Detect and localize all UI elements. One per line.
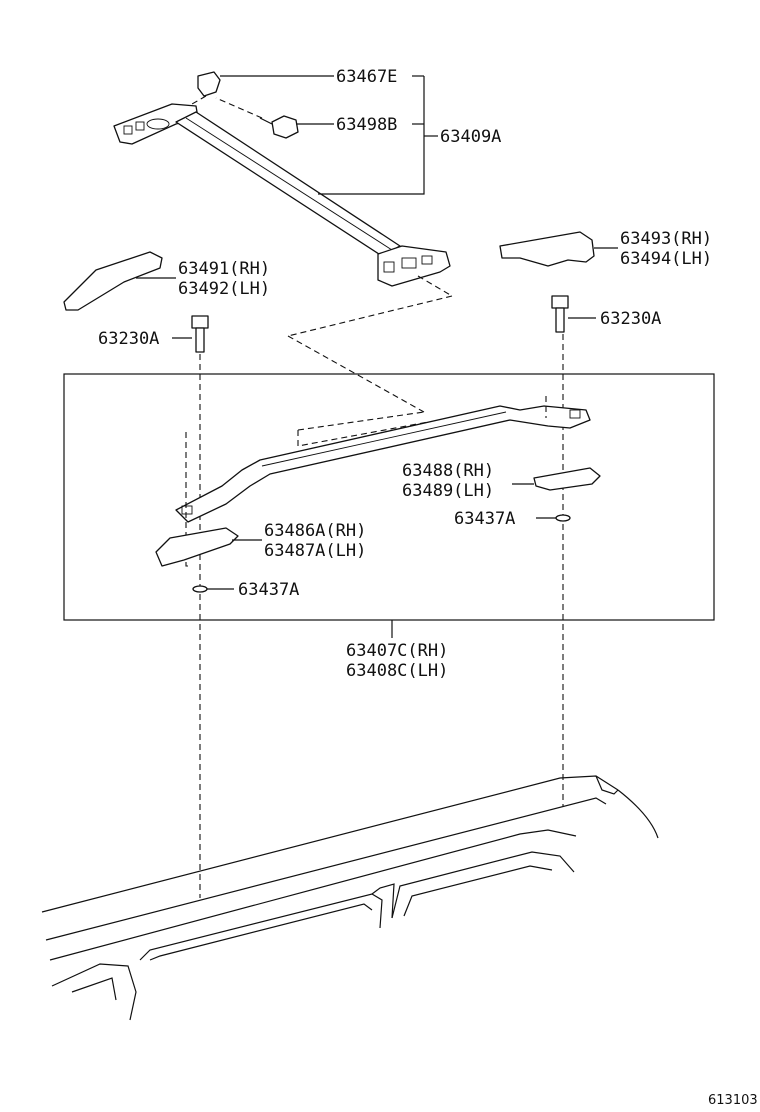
- roof-bracket: [595, 775, 619, 795]
- rail-hole-a: [181, 505, 193, 515]
- bolt-shank: [195, 327, 205, 353]
- bar-projection-line-c: [287, 335, 425, 413]
- rail-hidden-outline-left: [185, 432, 192, 567]
- figure-number: 613103: [708, 1093, 758, 1108]
- roof-rear-curve: [617, 789, 659, 839]
- screw-63498B: [271, 115, 299, 139]
- bracket-slot-d: [401, 257, 417, 269]
- label-63486A: 63486A(RH): [264, 521, 366, 541]
- label-63489: 63489(LH): [402, 481, 494, 501]
- bracket-slot-e: [421, 255, 433, 265]
- bar-projection-line-b: [287, 295, 453, 337]
- washer-left-63437A: [192, 585, 208, 593]
- screw-shank: [259, 117, 273, 125]
- label-63408C: 63408C(LH): [346, 661, 448, 681]
- bolt-shank: [555, 307, 565, 333]
- screw-guide-line: [215, 97, 263, 119]
- pillar-c: [371, 883, 395, 919]
- label-63407C: 63407C(RH): [346, 641, 448, 661]
- label-63437A-right: 63437A: [454, 509, 515, 529]
- cross-bar-assembly: [113, 71, 453, 413]
- bar-projection-line-a: [417, 275, 453, 297]
- label-63494: 63494(LH): [620, 249, 712, 269]
- roof-top-line: [41, 775, 619, 913]
- roof-edge-line-1: [45, 797, 607, 941]
- bolt-right-63230A: [551, 295, 569, 806]
- bracket-slot-a: [123, 125, 133, 135]
- label-63230A-right: 63230A: [600, 309, 661, 329]
- label-63467E: 63467E: [336, 67, 397, 87]
- label-63488: 63488(RH): [402, 461, 494, 481]
- pad-63486A: [155, 527, 239, 567]
- bracket-slot-c: [383, 261, 395, 273]
- window-front: [51, 963, 137, 1021]
- window-front-inner: [71, 977, 117, 1001]
- front-cover-63491: [63, 251, 163, 311]
- cross-bar-edge: [185, 117, 393, 251]
- label-63498B: 63498B: [336, 115, 397, 135]
- washer-right-63437A: [555, 514, 571, 522]
- rail-hidden-outline-b: [297, 411, 425, 431]
- label-63492: 63492(LH): [178, 279, 270, 299]
- bracket-hole: [146, 118, 170, 130]
- bolt-head: [551, 295, 569, 309]
- rail-hole-b: [569, 409, 581, 419]
- bolt-head: [191, 315, 209, 329]
- window-rear: [391, 851, 575, 919]
- bolt-left-63230A: [191, 315, 209, 898]
- pad-63488: [533, 467, 601, 491]
- label-63491: 63491(RH): [178, 259, 270, 279]
- label-63493: 63493(RH): [620, 229, 712, 249]
- roof-rail-box: [63, 373, 715, 621]
- rail-top-edge: [261, 411, 507, 467]
- window-rear-inner: [403, 865, 553, 917]
- group-bracket-63409A: [318, 76, 425, 195]
- clip-guide-line: [177, 95, 207, 113]
- rear-cover-63493: [499, 231, 595, 267]
- rail-hidden-outline-a: [297, 421, 429, 447]
- rail-body: [175, 405, 591, 523]
- roof-rail: [175, 396, 591, 567]
- label-63437A-left: 63437A: [238, 580, 299, 600]
- vehicle-roof: [41, 775, 659, 1021]
- clip-63467E: [197, 71, 221, 97]
- bracket-slot-b: [135, 121, 145, 131]
- cross-bar-right-bracket: [377, 245, 451, 287]
- roof-edge-line-2: [49, 829, 577, 961]
- window-middle: [149, 903, 373, 961]
- label-63230A-left: 63230A: [98, 329, 159, 349]
- label-63487A: 63487A(LH): [264, 541, 366, 561]
- label-63409A: 63409A: [440, 127, 501, 147]
